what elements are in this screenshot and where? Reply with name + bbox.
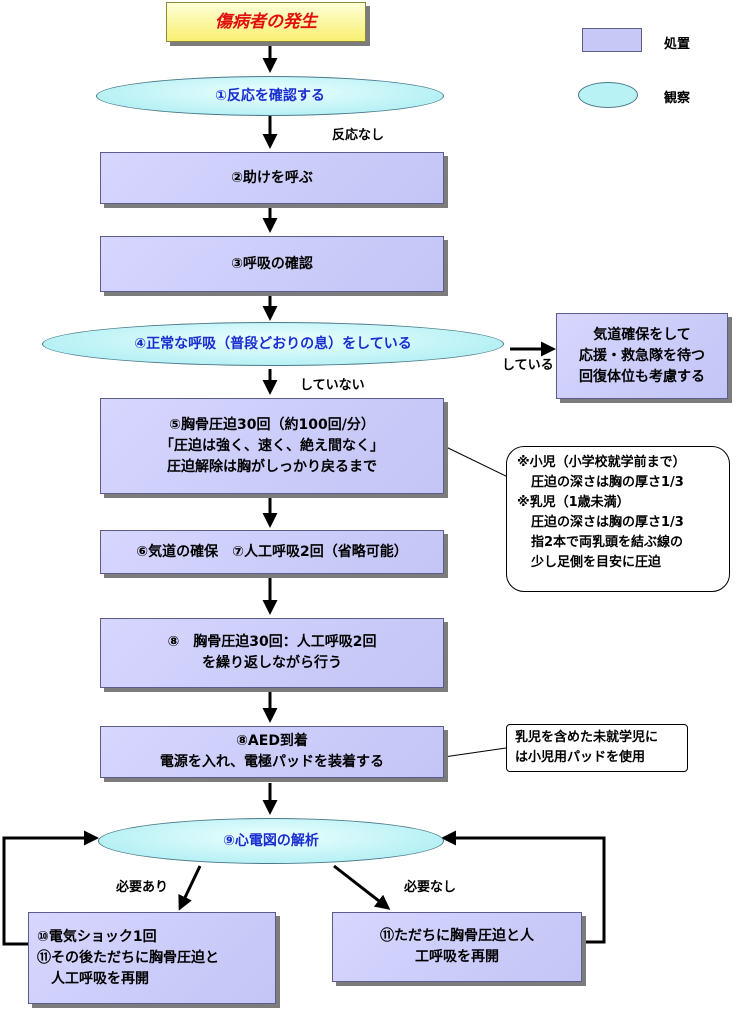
step1-check-response: ①反応を確認する (96, 76, 444, 116)
step5-chest-compression: ⑤胸骨圧迫30回（約100回/分） 「圧迫は強く、速く、絶え間なく」 圧迫解除は… (100, 398, 444, 494)
side-line-2: 応援・救急隊を待つ (579, 347, 705, 364)
s5-line-3: 圧迫解除は胸がしっかり戻るまで (167, 458, 377, 475)
legend-observe-label: 観察 (664, 91, 691, 106)
arrow-s9-s10 (178, 865, 202, 911)
note-child-infant: ※小児（小学校就学前まで） 圧迫の深さは胸の厚さ1/3 ※乳児（1歳未満） 圧迫… (506, 446, 730, 592)
step10-shock: ⑩電気ショック1回 ⑪その後ただちに胸骨圧迫と 人工呼吸を再開 (28, 912, 276, 1004)
legend-observe-swatch (578, 82, 638, 108)
legend-action-label: 処置 (664, 37, 691, 52)
step8-aed-arrival: ⑧AED到着 電源を入れ、電極パッドを装着する (100, 726, 444, 778)
label-shock-needed: 必要あり (116, 880, 169, 895)
side-line-1: 気道確保をして (593, 326, 691, 343)
step8-cycle: ⑧ 胸骨圧迫30回：人工呼吸2回 を繰り返しながら行う (100, 618, 444, 688)
label-shock-not-needed: 必要なし (404, 880, 457, 895)
step9-ecg-analysis: ⑨心電図の解析 (98, 818, 444, 864)
side-line-3: 回復体位も考慮する (579, 368, 705, 385)
step4-normal-breathing: ④正常な呼吸（普段どおりの息）をしている (42, 322, 504, 366)
s5-line-1: ⑤胸骨圧迫30回（約100回/分） (169, 416, 375, 433)
step6-7-airway-breaths: ⑥気道の確保 ⑦人工呼吸2回（省略可能） (100, 530, 444, 574)
step3-check-breathing: ③呼吸の確認 (100, 236, 444, 292)
step2-call-help: ②助けを呼ぶ (100, 152, 444, 204)
arrow-s10-loop (2, 830, 99, 946)
start-label: 傷病者の発生 (215, 11, 317, 32)
arrow-s11-loop (441, 830, 606, 944)
legend-action-swatch (582, 28, 642, 52)
label-no-response: 反応なし (332, 128, 385, 143)
label-not-breathing: していない (300, 378, 365, 393)
note-pediatric-pad: 乳児を含めた未就学児に は小児用パッドを使用 (506, 724, 688, 772)
s5-line-2: 「圧迫は強く、速く、絶え間なく」 (160, 437, 384, 454)
step11-resume-cpr: ⑪ただちに胸骨圧迫と人 工呼吸を再開 (332, 912, 582, 982)
side-recovery-box: 気道確保をして 応援・救急隊を待つ 回復体位も考慮する (556, 313, 728, 399)
start-node: 傷病者の発生 (166, 2, 366, 42)
callout-line-child (443, 445, 511, 479)
arrow-s9-s11 (333, 864, 391, 910)
label-breathing: している (502, 358, 554, 373)
callout-line-pad (443, 747, 507, 758)
